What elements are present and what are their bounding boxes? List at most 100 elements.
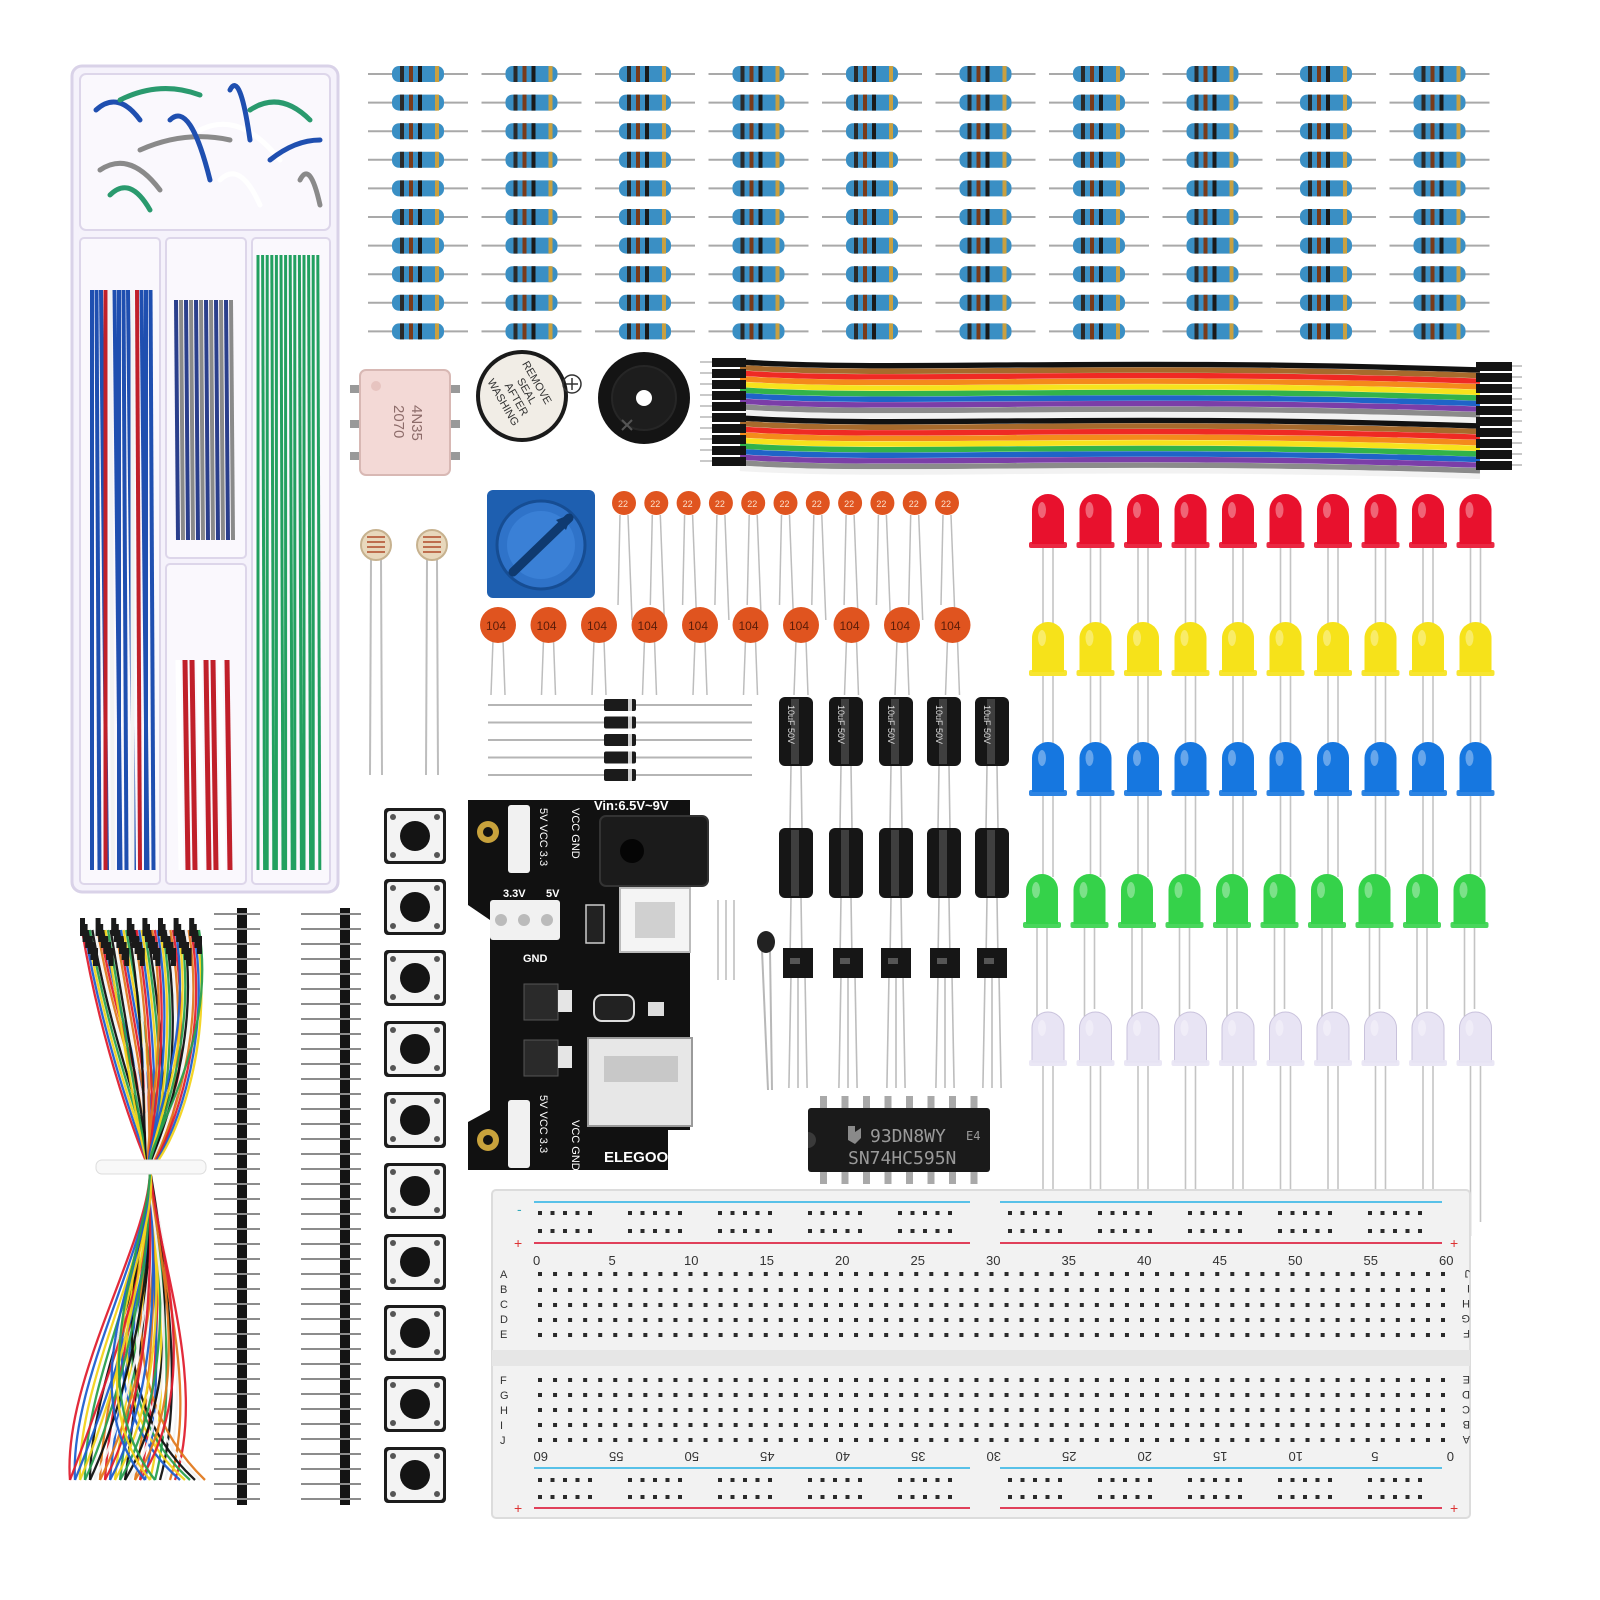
breadboard-hole [748,1288,753,1292]
breadboard-hole [1094,1272,1099,1276]
breadboard-hole [1064,1438,1069,1442]
breadboard-hole [550,1211,555,1215]
breadboard-hole [1034,1423,1039,1427]
breadboard-hole [1004,1318,1009,1322]
breadboard-hole [1124,1378,1129,1382]
breadboard-hole [1004,1438,1009,1442]
breadboard-hole [538,1423,542,1427]
breadboard-hole [808,1423,813,1427]
breadboard-hole [1094,1408,1099,1412]
breadboard-hole [703,1393,708,1397]
jumper-pin [186,948,192,966]
breadboard-hole [658,1438,663,1442]
breadboard-hole [1350,1288,1355,1292]
breadboard-hole [1380,1408,1385,1412]
power-module-top-jumper-label: 5V VCC 3.3 [537,808,549,866]
jumper-wire [137,134,233,153]
breadboard-hole [568,1378,573,1382]
resistor [1162,266,1263,283]
breadboard-hole [658,1393,663,1397]
breadboard-hole [1380,1288,1385,1292]
diode [488,769,752,781]
ceramic-capacitor-104: 104 [530,607,567,696]
breadboard-hole [1410,1408,1415,1412]
breadboard-hole [823,1408,828,1412]
electrolytic-capacitor [879,828,913,961]
breadboard-hole [673,1438,678,1442]
breadboard-hole [914,1318,919,1322]
resistor [708,151,809,168]
breadboard-hole [935,1495,940,1499]
jumper-wire [247,99,313,123]
breadboard-hole [1395,1393,1400,1397]
breadboard-hole [1008,1229,1012,1233]
led-green [1355,874,1394,1023]
breadboard-hole [1350,1303,1355,1307]
jumper-wires [90,83,323,871]
resistor [708,323,809,340]
ceramic-capacitor-104: 104 [732,607,769,696]
breadboard-hole [703,1408,708,1412]
breadboard-hole [1034,1378,1039,1382]
breadboard-hole [538,1229,542,1233]
resistor [708,294,809,311]
breadboard-hole [658,1333,663,1337]
breadboard-hole [959,1288,964,1292]
breadboard-hole [1098,1478,1102,1482]
breadboard-hole [1058,1211,1062,1215]
breadboard-hole [923,1211,927,1215]
breadboard-hole [643,1393,648,1397]
breadboard-hole [1245,1318,1250,1322]
breadboard-hole [869,1272,874,1276]
breadboard-hole [1079,1288,1084,1292]
ribbon-wire [739,381,1481,396]
breadboard-hole [808,1272,813,1276]
breadboard-hole [1064,1318,1069,1322]
breadboard-hole [613,1408,618,1412]
breadboard-hole [1110,1229,1115,1233]
breadboard-hole [884,1438,889,1442]
breadboard-hole [665,1495,670,1499]
breadboard-hole [1215,1333,1220,1337]
led-red [1361,494,1400,643]
jumper-pin [132,930,137,948]
resistor [708,94,809,111]
breadboard-hole [688,1423,693,1427]
led-green [1165,874,1204,1023]
resistor [1162,180,1263,197]
dupont-connector-right [1476,384,1512,393]
dupont-connector-left [712,457,746,466]
led-yellow [1456,622,1495,771]
breadboard-hole [1215,1438,1220,1442]
breadboard-hole [628,1318,633,1322]
breadboard-hole [1064,1288,1069,1292]
breadboard-hole [1335,1303,1340,1307]
ceramic-capacitor-22: 22 [902,491,927,621]
breadboard-row-letter: E [500,1329,507,1341]
breadboard-hole [959,1333,964,1337]
capacitor-label: 104 [890,619,910,633]
resistor [708,237,809,254]
breadboard-column-number: 40 [1137,1253,1151,1268]
breadboard-hole [658,1318,663,1322]
resistor [481,237,582,254]
breadboard-hole [1019,1423,1024,1427]
breadboard-hole [643,1303,648,1307]
resistor [1276,94,1376,111]
breadboard-hole [839,1408,843,1412]
electrolytic-capacitor: 10uF 50V [975,697,1009,829]
pin-headers [214,908,361,1505]
breadboard-hole [1058,1495,1062,1499]
breadboard-hole [568,1333,573,1337]
dupont-connector-left [712,369,746,378]
breadboard-hole [1328,1495,1332,1499]
breadboard-hole [1140,1438,1144,1442]
dupont-connector-right [1476,428,1512,437]
breadboard-hole [884,1378,889,1382]
breadboard-hole [1058,1229,1062,1233]
breadboard-hole [755,1495,760,1499]
breadboard-hole [768,1495,772,1499]
breadboard-hole [1290,1211,1295,1215]
